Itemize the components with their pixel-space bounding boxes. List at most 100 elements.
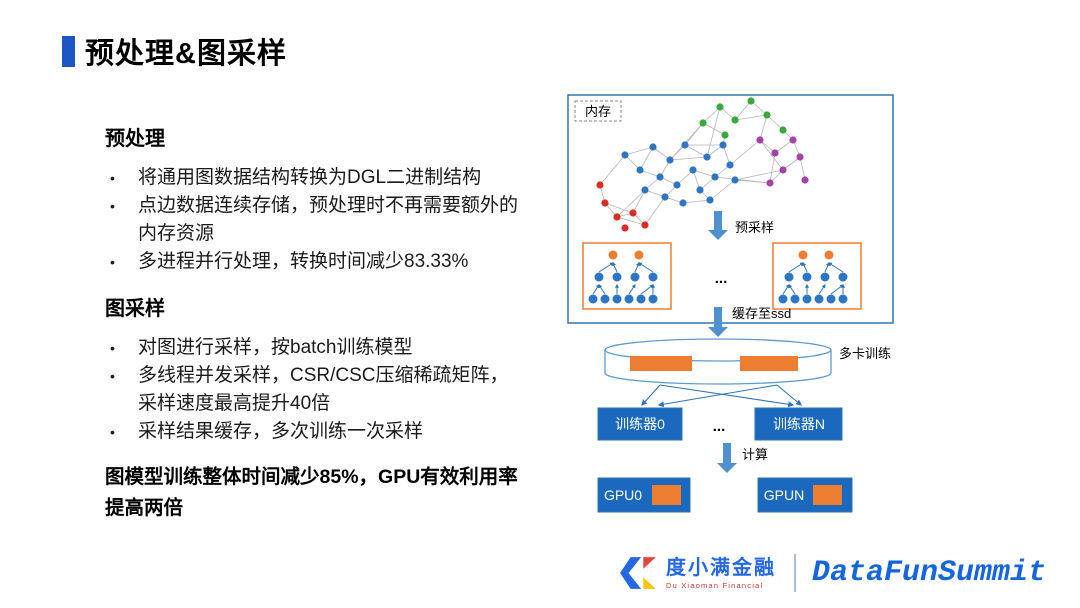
brand-name-en: Du Xiaoman Financial: [665, 580, 764, 590]
dispatch-arrows: [641, 384, 802, 408]
section-heading-preprocess: 预处理: [105, 128, 165, 150]
bullet-item: •将通用图数据结构转换为DGL二进制结构: [105, 164, 550, 192]
tree-edge: [802, 261, 808, 273]
logo-yellow-shape: [643, 577, 656, 589]
cylinder-buffer-right: [740, 356, 798, 371]
graph-edge: [714, 176, 771, 184]
trainer0-label: 训练器0: [615, 416, 665, 432]
graph-node: [656, 173, 664, 181]
graph-edge: [616, 216, 646, 226]
dispatch-arrow: [657, 384, 778, 408]
section-heading-sampling: 图采样: [105, 298, 165, 320]
dispatch-arrow: [641, 384, 661, 406]
graph-node: [679, 199, 687, 207]
graph-edge: [644, 196, 666, 226]
tree-node: [814, 294, 824, 304]
graph-node: [721, 131, 729, 139]
graph-edge: [604, 202, 634, 214]
tree-node: [798, 250, 808, 260]
graph-edge: [734, 169, 784, 181]
tree-node: [838, 294, 848, 304]
bullet-item: •多进程并行处理，转换时间减少83.33%: [105, 248, 550, 276]
title-accent-bar: [62, 35, 75, 67]
graph-node: [706, 196, 714, 204]
graph-edge: [702, 106, 721, 124]
tree-node: [608, 250, 618, 260]
tree-node: [802, 294, 812, 304]
sampling-bullets: •对图进行采样，按batch训练模型 • 多线程并发采样，CSR/CSC压缩稀疏矩…: [105, 334, 550, 446]
graph-node: [756, 136, 764, 144]
graph-edge: [599, 154, 626, 186]
graph-edge: [729, 139, 761, 166]
cache-arrow-icon: [708, 307, 728, 337]
multicard-label: 多卡训练: [839, 346, 891, 361]
datafunsummit-logo: DataFunSummit: [811, 556, 1046, 590]
presample-label: 预采样: [735, 220, 774, 235]
gpun-label: GPUN: [764, 487, 804, 503]
tree-node: [778, 294, 788, 304]
trainer-ellipsis: ...: [713, 418, 726, 435]
page-title: 预处理&图采样: [85, 38, 287, 70]
bullet-item: •采样结果缓存，多次训练一次采样: [105, 418, 550, 446]
graph-edge: [692, 169, 716, 178]
graph-edge: [702, 122, 726, 136]
graph-node: [629, 209, 637, 217]
graph-node: [613, 213, 621, 221]
tree-node: [600, 294, 610, 304]
graph-edge: [734, 114, 768, 121]
graph-edge: [766, 114, 784, 131]
tree-node: [790, 294, 800, 304]
tree-edge: [612, 261, 618, 273]
gpu0-label: GPU0: [604, 487, 642, 503]
left-column: 预处理 •将通用图数据结构转换为DGL二进制结构 • 点边数据连续存储，预处理时不…: [105, 122, 550, 524]
bullet-text: 多进程并行处理，转换时间减少83.33%: [138, 251, 469, 272]
bullet-dot: •: [110, 424, 115, 440]
compute-arrow-icon: [717, 443, 737, 473]
footer-divider: [793, 554, 796, 592]
tree-edge: [598, 262, 615, 273]
graph-node: [661, 193, 669, 201]
graph-node: [621, 151, 629, 159]
graph-edge: [759, 139, 784, 171]
bullet-item: •对图进行采样，按batch训练模型: [105, 334, 550, 362]
graph-edge: [639, 146, 654, 171]
dispatch-arrow: [659, 384, 795, 408]
cache-ellipsis: ...: [715, 270, 728, 287]
duxiaoman-logo-icon: [620, 557, 656, 589]
graph-node: [601, 199, 609, 207]
tree-node: [612, 294, 622, 304]
graph-node: [699, 119, 707, 127]
tree-edge: [818, 284, 826, 295]
brand-block: 度小满金融 Du Xiaoman Financial: [666, 557, 776, 590]
graph-node: [596, 181, 604, 189]
graph-node: [789, 136, 797, 144]
cache-label: 缓存至ssd: [732, 306, 791, 321]
graph-node: [763, 111, 771, 119]
memory-label-box: [574, 100, 622, 122]
graph-edge: [799, 156, 806, 181]
graph-edge: [676, 169, 694, 186]
gpun-task: [813, 485, 842, 505]
graph-node: [673, 181, 681, 189]
graph-nodes: [596, 97, 809, 232]
bullet-text: 点边数据连续存储，预处理时不再需要额外的内存资源: [138, 195, 519, 244]
bullet-text: 多线程并发采样，CSR/CSC压缩稀疏矩阵，采样速度最高提升40倍: [138, 365, 509, 414]
graph-node: [666, 156, 674, 164]
cylinder-buffer-left: [630, 356, 692, 371]
graph-node: [747, 97, 755, 105]
tree-edge: [782, 284, 790, 295]
ssd-cylinder-top: [604, 338, 832, 362]
graph-node: [801, 176, 809, 184]
tree-node: [588, 294, 598, 304]
logo-red-shape: [643, 557, 656, 569]
tree-node: [612, 272, 622, 282]
bullet-text: 对图进行采样，按batch训练模型: [138, 337, 413, 358]
graph-node: [681, 141, 689, 149]
graph-edge: [774, 139, 794, 154]
gpu0-task: [652, 485, 681, 505]
graph-edge: [759, 114, 768, 141]
graph-node: [731, 176, 739, 184]
graph-node: [726, 161, 734, 169]
graph-node: [771, 149, 779, 157]
trainerN-box: [754, 407, 843, 441]
